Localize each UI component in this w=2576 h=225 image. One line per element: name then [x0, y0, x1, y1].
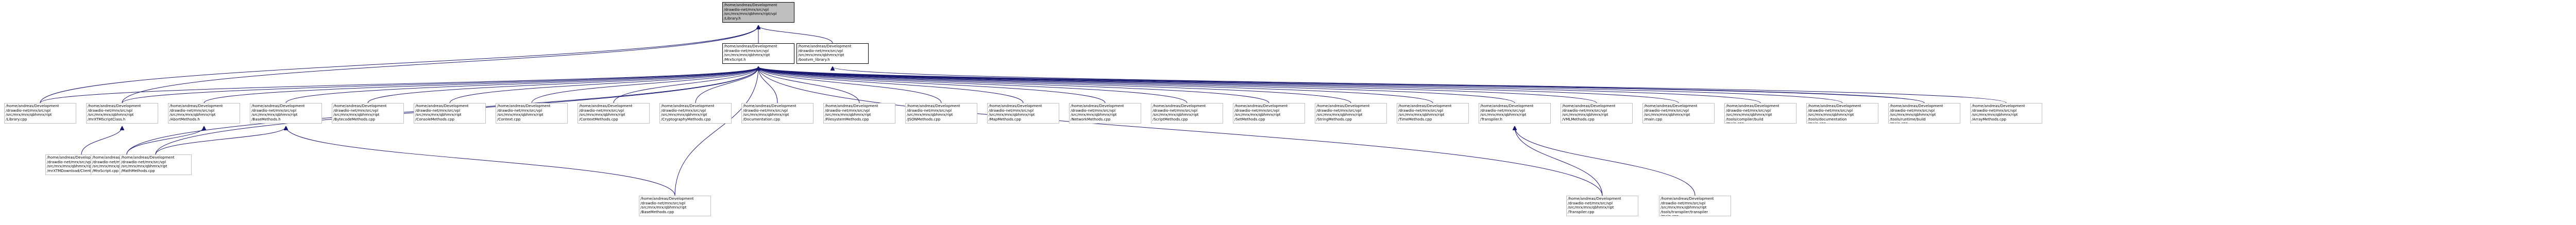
edge-a2-b1	[81, 127, 122, 155]
edge-n_mrx-a14	[758, 67, 1106, 103]
edge-root-a1	[40, 26, 758, 103]
graph-node-a13[interactable]: /home/andreas/Development /drawdio-net/m…	[987, 103, 1059, 124]
graph-node-a9[interactable]: /home/andreas/Development /drawdio-net/m…	[659, 103, 732, 124]
edge-n_mrx-a15	[758, 67, 1188, 103]
edge-root-n_bootlib	[758, 26, 833, 44]
edge-n_mrx-a11	[758, 67, 860, 103]
graph-node-a6[interactable]: /home/andreas/Development /drawdio-net/m…	[414, 103, 486, 124]
graph-node-a23[interactable]: /home/andreas/Development /drawdio-net/m…	[1806, 103, 1878, 124]
edge-n_mrx-b4	[674, 67, 758, 196]
graph-node-a2[interactable]: /home/andreas/Development /drawdio-net/m…	[86, 103, 158, 124]
graph-node-a10[interactable]: /home/andreas/Development /drawdio-net/m…	[741, 103, 814, 124]
edge-n_mrx-a25	[758, 67, 2007, 103]
edge-n_mrx-a22	[758, 67, 1761, 103]
graph-node-a18[interactable]: /home/andreas/Development /drawdio-net/m…	[1397, 103, 1469, 124]
edge-a3-b2	[126, 127, 204, 155]
graph-node-a22[interactable]: /home/andreas/Development /drawdio-net/m…	[1724, 103, 1797, 124]
graph-node-a21[interactable]: /home/andreas/Development /drawdio-net/m…	[1642, 103, 1715, 124]
edge-n_mrx-a23	[758, 67, 1843, 103]
graph-node-a3[interactable]: /home/andreas/Development /drawdio-net/m…	[168, 103, 240, 124]
graph-node-b4[interactable]: /home/andreas/Development /drawdio-net/m…	[639, 196, 711, 216]
edge-n_mrx-a6	[449, 67, 758, 103]
graph-node-a4[interactable]: /home/andreas/Development /drawdio-net/m…	[250, 103, 322, 124]
edge-a19-b5	[1515, 127, 1603, 196]
edge-n_mrx-a10	[758, 67, 778, 103]
graph-node-a8[interactable]: /home/andreas/Development /drawdio-net/m…	[578, 103, 650, 124]
graph-node-a20[interactable]: /home/andreas/Development /drawdio-net/m…	[1561, 103, 1633, 124]
graph-node-b6[interactable]: /home/andreas/Development /drawdio-net/m…	[1659, 196, 1731, 216]
edge-n_mrx-a13	[758, 67, 1024, 103]
graph-node-a15[interactable]: /home/andreas/Development /drawdio-net/m…	[1151, 103, 1223, 124]
edge-n_mrx-a18	[758, 67, 1433, 103]
edge-n_mrx-a9	[695, 67, 758, 103]
edge-root-a2	[122, 26, 758, 103]
graph-node-a24[interactable]: /home/andreas/Development /drawdio-net/m…	[1888, 103, 1960, 124]
edge-a4-b3	[155, 127, 286, 155]
graph-node-a16[interactable]: /home/andreas/Development /drawdio-net/m…	[1233, 103, 1305, 124]
edge-n_mrx-a2	[122, 67, 758, 103]
edge-n_mrx-a3	[204, 67, 758, 103]
edge-n_mrx-b5	[758, 67, 1603, 196]
edge-n_mrx-a7	[531, 67, 758, 103]
edge-a4-b4	[286, 127, 675, 196]
graph-node-a25[interactable]: /home/andreas/Development /drawdio-net/m…	[1970, 103, 2042, 124]
graph-node-a11[interactable]: /home/andreas/Development /drawdio-net/m…	[823, 103, 895, 124]
edge-n_mrx-a17	[758, 67, 1351, 103]
graph-node-root[interactable]: /home/andreas/Development /drawdio-net/m…	[722, 2, 794, 23]
edge-n_mrx-a4	[285, 67, 758, 103]
graph-node-a7[interactable]: /home/andreas/Development /drawdio-net/m…	[496, 103, 568, 124]
graph-node-a12[interactable]: /home/andreas/Development /drawdio-net/m…	[905, 103, 977, 124]
graph-node-n_mrx[interactable]: /home/andreas/Development /drawdio-net/m…	[722, 43, 794, 64]
graph-node-a19[interactable]: /home/andreas/Development /drawdio-net/m…	[1479, 103, 1551, 124]
graph-node-n_bootlib[interactable]: /home/andreas/Development /drawdio-net/m…	[796, 43, 869, 64]
edge-n_mrx-a5	[367, 67, 758, 103]
graph-node-a14[interactable]: /home/andreas/Development /drawdio-net/m…	[1069, 103, 1141, 124]
edge-n_mrx-a12	[758, 67, 942, 103]
graph-node-a1[interactable]: /home/andreas/Development /drawdio-net/m…	[4, 103, 76, 124]
graph-node-b5[interactable]: /home/andreas/Development /drawdio-net/m…	[1566, 196, 1638, 216]
edge-n_mrx-a21	[758, 67, 1679, 103]
edge-n_mrx-a19	[758, 67, 1515, 103]
edge-n_mrx-a16	[758, 67, 1269, 103]
edge-n_mrx-a20	[758, 67, 1597, 103]
edge-n_mrx-a1	[40, 67, 758, 103]
graph-node-b3[interactable]: /home/andreas/Development /drawdio-net/m…	[120, 154, 192, 175]
edge-a19-b6	[1515, 127, 1696, 196]
graph-node-a5[interactable]: /home/andreas/Development /drawdio-net/m…	[332, 103, 404, 124]
graph-node-a17[interactable]: /home/andreas/Development /drawdio-net/m…	[1315, 103, 1387, 124]
